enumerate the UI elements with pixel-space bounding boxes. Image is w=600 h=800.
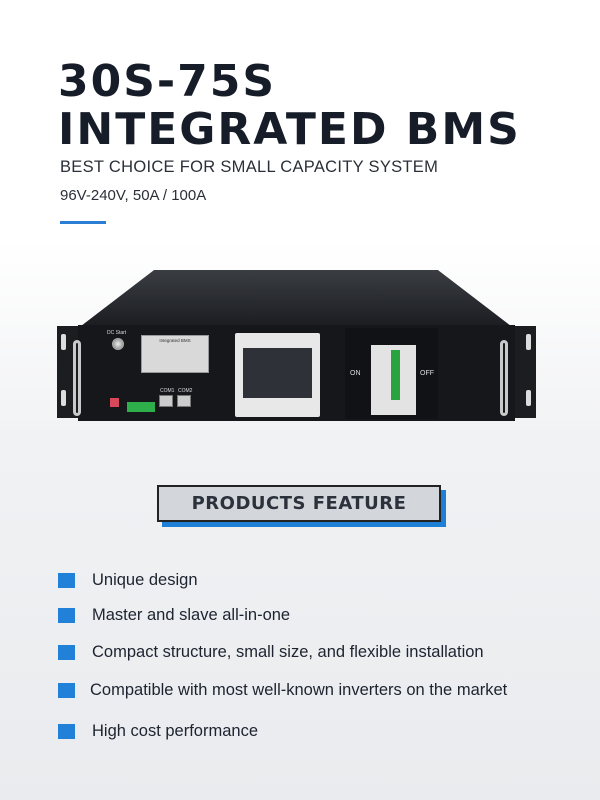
handle-right <box>500 340 508 416</box>
bullet-square-icon <box>58 683 75 698</box>
feature-item: Unique design <box>58 571 198 590</box>
accent-divider <box>60 221 106 224</box>
bullet-square-icon <box>58 645 75 660</box>
breaker-icon <box>371 345 416 415</box>
handle-left <box>73 340 81 416</box>
dc-start-button-icon <box>112 338 124 350</box>
off-label: OFF <box>420 370 434 377</box>
feature-item: Master and slave all-in-one <box>58 606 290 625</box>
title-line-1: 30S-75S <box>58 56 277 107</box>
product-image: DC Start Integrated BMS COM1 COM2 ON OFF <box>55 270 536 430</box>
feature-label: High cost performance <box>92 722 258 740</box>
bullet-square-icon <box>58 573 75 588</box>
spec-plate: Integrated BMS <box>141 335 209 373</box>
products-feature-heading: PRODUCTS FEATURE <box>157 485 441 522</box>
title-line-2: INTEGRATED BMS <box>58 104 521 155</box>
dip-switch-icon <box>110 398 119 407</box>
feature-label: Unique design <box>92 571 198 589</box>
terminal-block-icon <box>127 402 155 412</box>
feature-item: High cost performance <box>58 722 258 741</box>
com1-port-icon <box>159 395 173 407</box>
subtitle: BEST CHOICE FOR SMALL CAPACITY SYSTEM <box>60 158 439 176</box>
com1-label: COM1 <box>160 388 175 394</box>
bullet-square-icon <box>58 608 75 623</box>
com2-port-icon <box>177 395 191 407</box>
touch-screen <box>235 333 320 417</box>
feature-label: Compatible with most well-known inverter… <box>90 681 508 699</box>
feature-item: Compatible with most well-known inverter… <box>58 681 507 700</box>
feature-label: Master and slave all-in-one <box>92 606 291 624</box>
feature-label: Compact structure, small size, and flexi… <box>92 643 484 661</box>
device-top-cover <box>81 270 511 326</box>
dc-start-label: DC Start <box>107 330 127 336</box>
com2-label: COM2 <box>178 388 193 394</box>
feature-item: Compact structure, small size, and flexi… <box>58 643 484 662</box>
on-label: ON <box>350 370 361 377</box>
bullet-square-icon <box>58 724 75 739</box>
spec-text: 96V-240V, 50A / 100A <box>60 187 207 204</box>
breaker-panel: ON OFF <box>345 328 438 419</box>
